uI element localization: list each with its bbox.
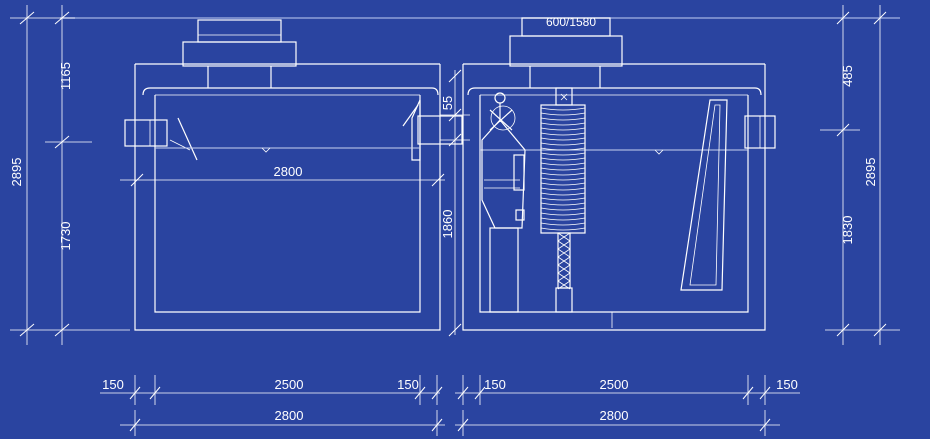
lattice-cross [557, 240, 571, 250]
dim-inner-span-left: 2800 [274, 164, 303, 179]
dimension-labels: 1165 2895 1730 2800 55 1860 600/1580 485… [9, 15, 878, 423]
dim-bottom-right-total: 2800 [600, 408, 629, 423]
dim-bottom-right-wall-r: 150 [776, 377, 798, 392]
dim-left-total: 2895 [9, 158, 24, 187]
coil-turn [540, 212, 586, 216]
coil-turn [540, 117, 586, 121]
coil-turn [540, 187, 586, 191]
lattice-cross [557, 264, 571, 274]
dim-bottom-left-total: 2800 [275, 408, 304, 423]
dim-bottom-left-inner: 2500 [275, 377, 304, 392]
coil-turn [540, 127, 586, 131]
dim-bottom-right-wall-l: 150 [484, 377, 506, 392]
dimensions [10, 5, 900, 436]
dim-middle-height: 1860 [440, 210, 455, 239]
dim-bottom-left-wall-l: 150 [102, 377, 124, 392]
coil-turn [540, 152, 586, 156]
coil-turn [540, 202, 586, 206]
lattice-cross [557, 272, 571, 282]
biofilter-coil [540, 107, 586, 231]
dim-right-top: 485 [840, 65, 855, 87]
coil-turn [540, 217, 586, 221]
coil-turn [540, 207, 586, 211]
coil-turn [540, 142, 586, 146]
dim-bottom-right-inner: 2500 [600, 377, 629, 392]
dim-middle-small: 55 [440, 96, 455, 110]
coil-turn [540, 147, 586, 151]
coil-turn [540, 172, 586, 176]
coil-turn [540, 122, 586, 126]
coil-turn [540, 167, 586, 171]
dim-cover-size: 600/1580 [546, 15, 596, 29]
lattice-cross [557, 232, 571, 242]
coil-turn [540, 182, 586, 186]
support-lattice [557, 232, 571, 290]
coil-turn [540, 197, 586, 201]
dim-bottom-left-wall-r: 150 [397, 377, 419, 392]
coil-turn [540, 227, 586, 231]
coil-turn [540, 222, 586, 226]
dim-right-bottom: 1830 [840, 216, 855, 245]
coil-turn [540, 177, 586, 181]
dim-left-bottom: 1730 [58, 222, 73, 251]
left-tank [124, 19, 441, 331]
dim-left-top: 1165 [58, 62, 73, 90]
coil-turn [540, 137, 586, 141]
coil-turn [540, 157, 586, 161]
lattice-cross [557, 256, 571, 266]
coil-turn [540, 162, 586, 166]
right-tank [417, 17, 776, 331]
lattice-cross [557, 248, 571, 258]
coil-turn [540, 107, 586, 111]
coil-turn [540, 132, 586, 136]
coil-turn [540, 112, 586, 116]
dim-right-total: 2895 [863, 158, 878, 187]
coil-turn [540, 192, 586, 196]
